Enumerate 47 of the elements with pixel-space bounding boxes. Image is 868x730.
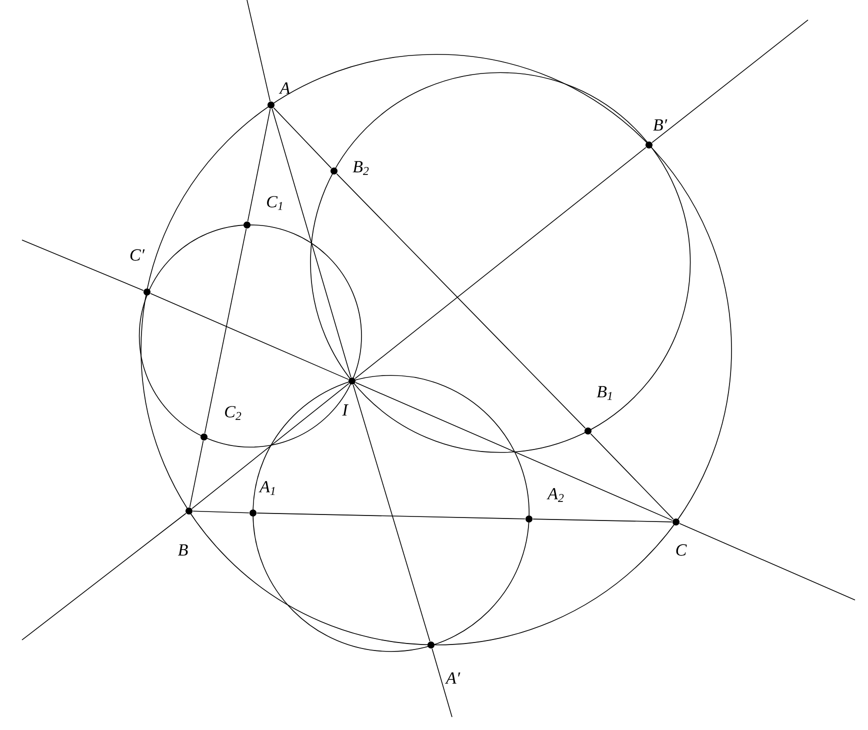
- point-label: B′: [653, 119, 668, 131]
- point-label: B$_{1}$: [596, 386, 612, 400]
- line: [256, 512, 526, 520]
- point-label: A: [278, 82, 290, 94]
- line: [272, 108, 352, 378]
- line: [189, 440, 204, 508]
- line: [432, 648, 452, 718]
- point-label: B: [178, 544, 188, 556]
- line: [352, 384, 430, 642]
- line: [22, 240, 144, 291]
- point-dot: [672, 518, 680, 526]
- point-label: C′: [130, 249, 145, 261]
- point-dot: [144, 288, 150, 296]
- line: [273, 107, 332, 169]
- point-dot: [268, 102, 274, 108]
- point-label: A′: [445, 672, 460, 684]
- line: [150, 293, 349, 380]
- point-dot: [330, 168, 338, 174]
- line: [192, 510, 250, 514]
- point-dot: [186, 508, 192, 514]
- line: [246, 0, 271, 102]
- line: [354, 147, 646, 379]
- point-dot: [646, 142, 652, 148]
- line: [204, 228, 247, 434]
- line: [192, 383, 350, 509]
- line: [22, 512, 186, 640]
- line: [247, 108, 271, 222]
- point-label: C$_{1}$: [267, 196, 282, 210]
- point-label: C$_{2}$: [225, 406, 242, 420]
- line: [355, 382, 673, 521]
- point-dot: [244, 222, 250, 228]
- point-dot: [584, 428, 592, 434]
- line: [336, 173, 586, 429]
- point-dot: [428, 642, 434, 648]
- point-dot: [250, 510, 256, 516]
- point-dot: [348, 378, 356, 384]
- point-label: C: [676, 544, 687, 556]
- line: [590, 433, 674, 520]
- point-dot: [526, 516, 532, 522]
- point-label: A$_{2}$: [546, 488, 564, 502]
- point-label: I: [342, 404, 348, 416]
- line: [532, 518, 672, 522]
- line: [679, 523, 856, 600]
- point-dot: [200, 434, 208, 440]
- point-label: B$_{2}$: [352, 161, 369, 175]
- point-label: A$_{1}$: [258, 481, 275, 495]
- line: [652, 20, 808, 143]
